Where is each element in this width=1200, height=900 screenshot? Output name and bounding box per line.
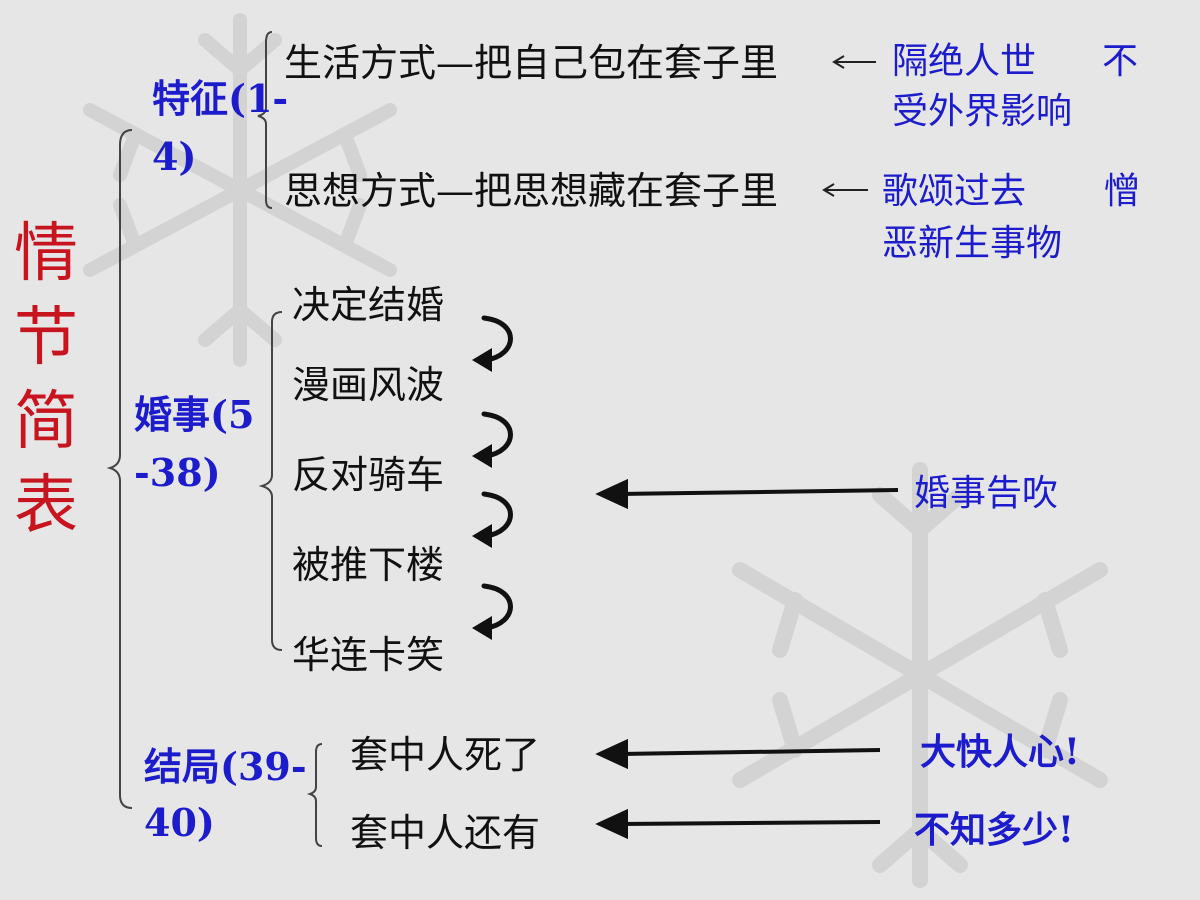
curved-arrow-icon — [481, 491, 513, 539]
feature-note-2-part2: 憎 — [1104, 171, 1141, 212]
feature-note-1-line2: 受外界影响 — [892, 91, 1073, 132]
curved-arrow-icon — [481, 411, 513, 459]
ending-arrow-2 — [619, 820, 881, 826]
features-brace — [257, 31, 273, 209]
ending-note-1: 大快人心! — [920, 731, 1080, 773]
ending-note-2: 不知多少! — [914, 809, 1074, 851]
ending-brace — [306, 743, 323, 847]
feature-item-1: 生活方式—把自己包在套子里 — [284, 41, 779, 85]
title-char-2: 节 — [14, 301, 78, 375]
marriage-brace — [258, 311, 283, 651]
feature-item-2: 思想方式—把思想藏在套子里 — [284, 169, 779, 213]
marriage-result-arrow — [619, 488, 899, 496]
feature-note-2-line2: 恶新生事物 — [882, 223, 1063, 264]
main-brace — [106, 129, 133, 809]
marriage-event-2: 漫画风波 — [292, 363, 445, 407]
title-char-1: 情 — [14, 217, 78, 291]
marriage-label-line1: 婚事(5 — [134, 392, 255, 437]
ending-label-line1: 结局(39- — [144, 744, 307, 789]
title-char-3: 简 — [14, 385, 78, 459]
ending-item-1: 套中人死了 — [350, 733, 541, 777]
features-label-line2: 4) — [152, 134, 197, 179]
ending-label-line2: 40) — [144, 800, 215, 845]
features-label-line1: 特征(1- — [152, 76, 289, 121]
feature-note-2-part1: 歌颂过去 — [882, 171, 1027, 212]
marriage-label-line2: -38) — [134, 450, 221, 495]
marriage-event-1: 决定结婚 — [292, 283, 445, 327]
snowflake-icon — [83, 13, 397, 367]
marriage-result-note: 婚事告吹 — [914, 473, 1059, 514]
marriage-event-5: 华连卡笑 — [292, 633, 445, 677]
feature-note-1-part2: 不 — [1102, 41, 1139, 82]
marriage-event-4: 被推下楼 — [292, 543, 445, 587]
feature-note-1-part1: 隔绝人世 — [892, 41, 1037, 82]
curved-arrow-icon — [481, 583, 513, 631]
snowflake-icon — [732, 462, 1108, 888]
title-char-4: 表 — [14, 469, 78, 543]
ending-item-2: 套中人还有 — [350, 811, 541, 855]
curved-arrow-icon — [481, 315, 513, 363]
marriage-event-3: 反对骑车 — [292, 453, 445, 497]
ending-arrow-1 — [619, 748, 881, 756]
